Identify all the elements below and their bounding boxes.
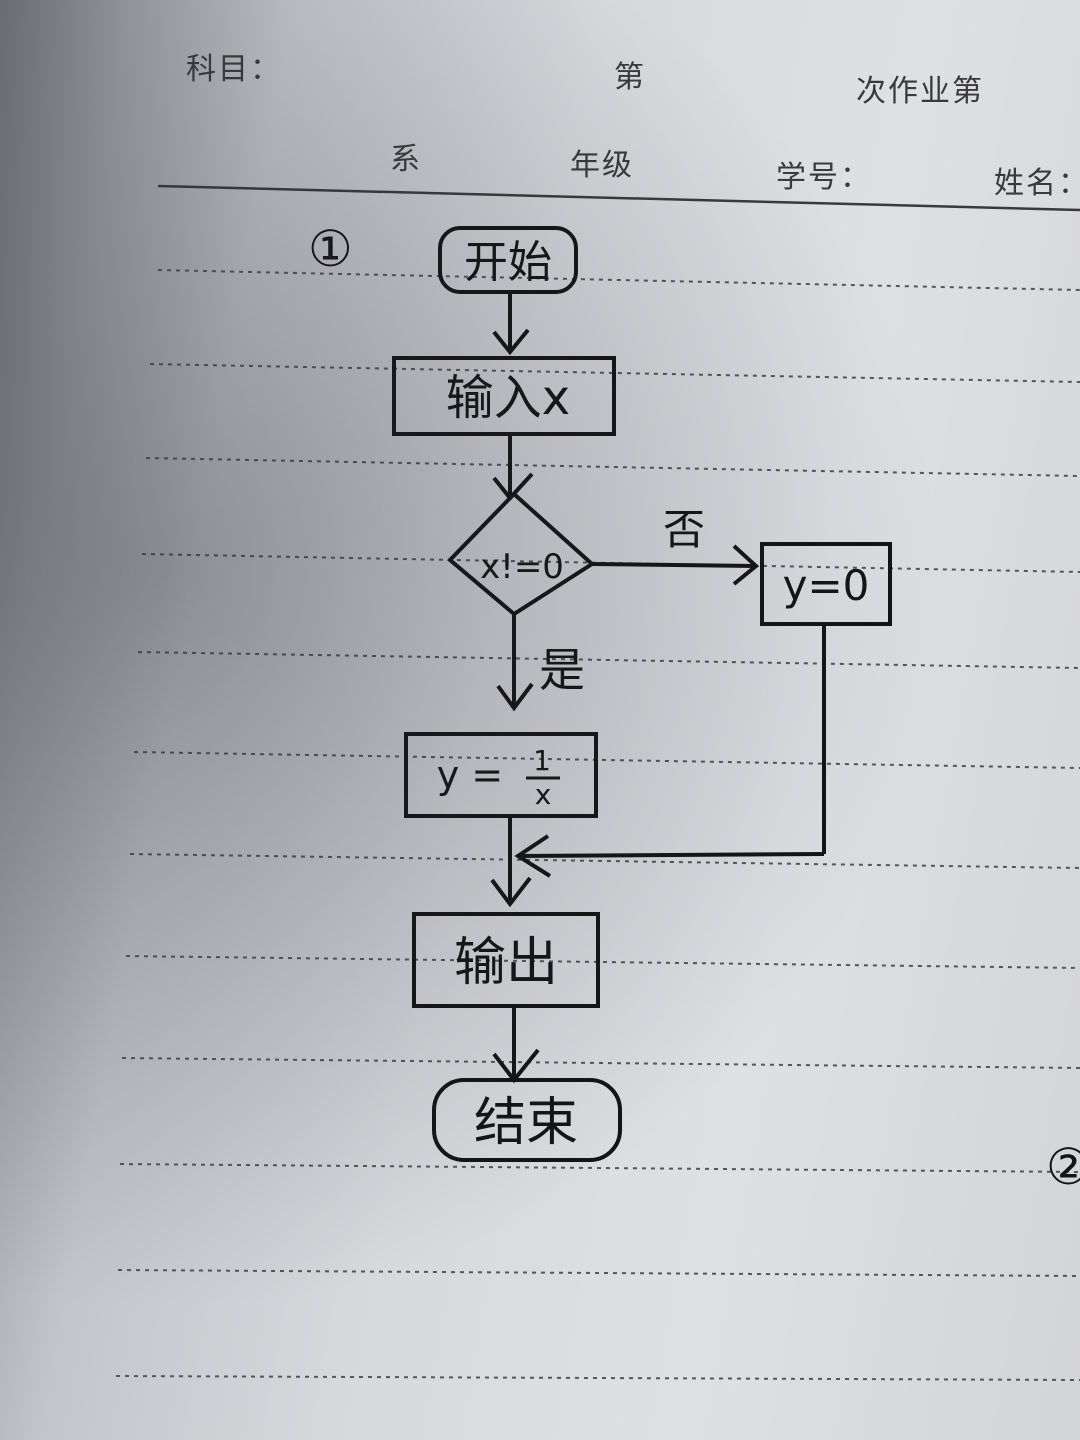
next-problem-number: ②	[1046, 1138, 1080, 1196]
arrow-yes-branch	[496, 614, 534, 712]
decision-label: x!=0	[480, 547, 564, 587]
nth-label: 第	[614, 60, 646, 95]
yes-label: 是	[539, 643, 585, 697]
else-branch-label: y=0	[783, 561, 870, 610]
problem-number: ①	[308, 220, 353, 278]
then-branch-lhs: y =	[437, 753, 503, 797]
homework-label: 次作业第	[856, 74, 984, 109]
arrow-start-to-input	[492, 292, 530, 356]
arrow-no-branch	[591, 544, 760, 586]
name-label: 姓名：	[994, 166, 1080, 201]
then-branch-box	[404, 732, 598, 818]
department-label: 系	[390, 142, 422, 177]
input-label: 输入x	[446, 370, 570, 426]
output-box	[412, 912, 600, 1008]
end-terminal	[432, 1078, 622, 1162]
student-id-label: 学号：	[776, 160, 872, 195]
start-label: 开始	[464, 237, 552, 288]
subject-label: 科目：	[186, 52, 282, 87]
then-branch-numerator: 1	[533, 744, 551, 777]
header-rule	[157, 184, 1080, 212]
input-box	[392, 356, 616, 436]
arrow-to-output	[490, 816, 532, 908]
arrow-to-end	[492, 1006, 540, 1084]
grade-label: 年级	[570, 148, 634, 183]
no-label: 否	[663, 505, 705, 554]
end-label: 结束	[474, 1093, 578, 1153]
then-branch-denominator: x	[535, 778, 552, 811]
merge-connector	[514, 624, 826, 878]
output-label: 输出	[454, 933, 558, 993]
ruled-lines	[115, 269, 1080, 1381]
